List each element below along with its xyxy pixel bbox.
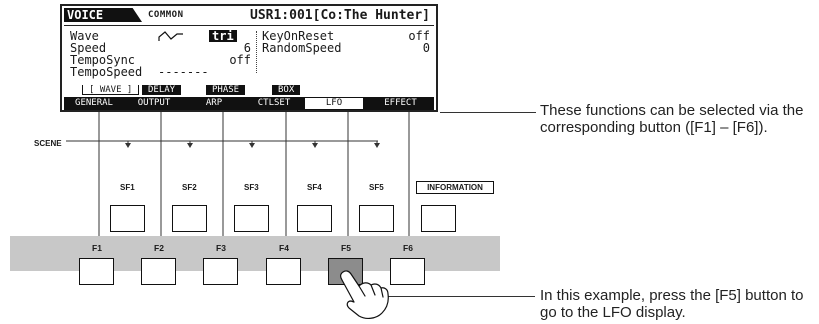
lcd-display: VOICE COMMON USR1:001[Co:The Hunter] Wav… bbox=[60, 4, 438, 112]
f1-label: F1 bbox=[92, 243, 102, 253]
param-value-speed[interactable]: 6 bbox=[243, 41, 251, 55]
subtab-phase[interactable]: PHASE bbox=[206, 85, 246, 95]
sf5-label: SF5 bbox=[369, 183, 384, 192]
f4-label: F4 bbox=[279, 243, 289, 253]
pointing-hand-icon bbox=[340, 270, 389, 319]
param-value-randomspeed[interactable]: 0 bbox=[422, 41, 430, 55]
sf4-button[interactable] bbox=[297, 205, 332, 232]
f3-label: F3 bbox=[216, 243, 226, 253]
callout-leader-bottom bbox=[385, 296, 535, 297]
param-label-keyonreset: KeyOnReset bbox=[262, 29, 335, 43]
sf4-label: SF4 bbox=[307, 183, 322, 192]
tab-arp[interactable]: ARP bbox=[205, 98, 223, 108]
function-tab-bar: GENERAL OUTPUT ARP CTLSET LFO EFFECT bbox=[64, 97, 434, 110]
f2-label: F2 bbox=[154, 243, 164, 253]
information-button[interactable] bbox=[421, 205, 456, 232]
param-value-wave[interactable]: tri bbox=[209, 30, 237, 42]
param-label-randomspeed: RandomSpeed bbox=[262, 41, 342, 55]
voice-title: USR1:001[Co:The Hunter] bbox=[250, 8, 431, 23]
subtab-box[interactable]: BOX bbox=[272, 85, 301, 95]
sf2-label: SF2 bbox=[182, 183, 197, 192]
param-value-tempospeed[interactable]: ------- bbox=[158, 65, 209, 79]
param-value-keyonreset[interactable]: off bbox=[408, 29, 430, 43]
scene-label: SCENE bbox=[34, 139, 62, 148]
sf1-button[interactable] bbox=[110, 205, 145, 232]
triangle-wave-icon bbox=[158, 31, 183, 41]
f6-label: F6 bbox=[403, 243, 413, 253]
callout-example: In this example, press the [F5] button t… bbox=[540, 287, 804, 321]
param-value-temposync[interactable]: off bbox=[229, 53, 251, 67]
f5-label: F5 bbox=[341, 243, 351, 253]
param-label-wave: Wave bbox=[70, 29, 99, 43]
mode-label: VOICE bbox=[64, 8, 142, 22]
param-label-speed: Speed bbox=[70, 41, 107, 55]
tab-effect[interactable]: EFFECT bbox=[384, 98, 417, 108]
submode-label: COMMON bbox=[148, 10, 184, 20]
param-label-temposync: TempoSync bbox=[70, 53, 136, 67]
information-label: INFORMATION bbox=[416, 181, 494, 194]
header-rule bbox=[64, 25, 434, 26]
param-label-tempospeed: TempoSpeed bbox=[70, 65, 143, 79]
lcd-header: VOICE COMMON USR1:001[Co:The Hunter] bbox=[62, 6, 436, 25]
callout-functions: These functions can be selected via the … bbox=[540, 102, 804, 136]
tab-ctlset[interactable]: CTLSET bbox=[257, 98, 291, 108]
sf2-button[interactable] bbox=[172, 205, 207, 232]
callout-leader-top bbox=[440, 112, 536, 113]
f3-button[interactable] bbox=[203, 258, 238, 285]
tab-output[interactable]: OUTPUT bbox=[137, 98, 171, 108]
f2-button[interactable] bbox=[141, 258, 176, 285]
tab-general[interactable]: GENERAL bbox=[75, 98, 113, 108]
column-divider bbox=[256, 31, 257, 73]
f1-button[interactable] bbox=[79, 258, 114, 285]
sf1-label: SF1 bbox=[120, 183, 135, 192]
f6-button[interactable] bbox=[390, 258, 425, 285]
f4-button[interactable] bbox=[266, 258, 301, 285]
tab-lfo[interactable]: LFO bbox=[305, 98, 363, 109]
sf3-button[interactable] bbox=[234, 205, 269, 232]
sf3-label: SF3 bbox=[244, 183, 259, 192]
sf5-button[interactable] bbox=[359, 205, 394, 232]
subtab-delay[interactable]: DELAY bbox=[142, 85, 182, 95]
subtab-wave[interactable]: [ WAVE ] bbox=[82, 85, 140, 95]
